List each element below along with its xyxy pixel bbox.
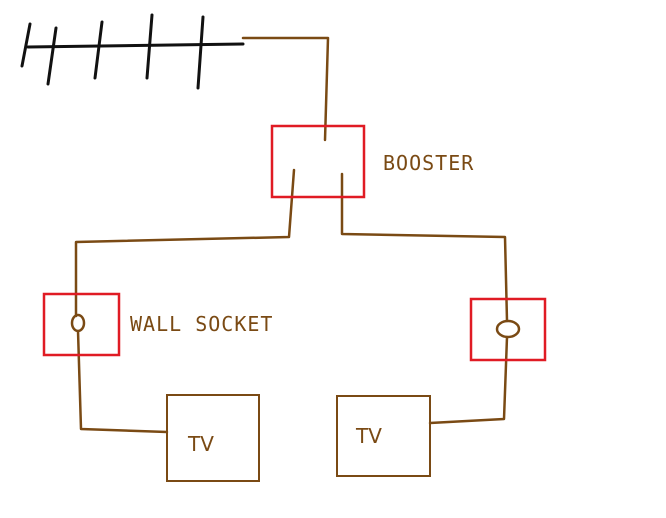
tv-right-label: TV bbox=[355, 424, 382, 448]
tv-left-label: TV bbox=[187, 432, 214, 456]
tv-left-box bbox=[166, 394, 260, 482]
right-socket-to-tv-right-cable bbox=[428, 335, 509, 425]
right-socket-connector bbox=[495, 319, 521, 339]
antenna-to-booster-cable bbox=[241, 36, 330, 142]
tv-right-box bbox=[336, 395, 431, 477]
wall-socket-label: WALL SOCKET bbox=[130, 312, 273, 336]
right-socket-box bbox=[469, 297, 547, 362]
antenna-icon bbox=[20, 13, 245, 90]
wall-socket-connector bbox=[70, 313, 86, 333]
coax-cables bbox=[74, 36, 509, 434]
wall-socket-box bbox=[42, 292, 121, 357]
wall-socket-to-tv-left-cable bbox=[76, 329, 169, 434]
booster-to-wall-socket-cable bbox=[74, 168, 296, 318]
booster-label: BOOSTER bbox=[383, 151, 474, 175]
booster-to-right-socket-cable bbox=[340, 172, 509, 323]
booster-box bbox=[270, 124, 366, 199]
